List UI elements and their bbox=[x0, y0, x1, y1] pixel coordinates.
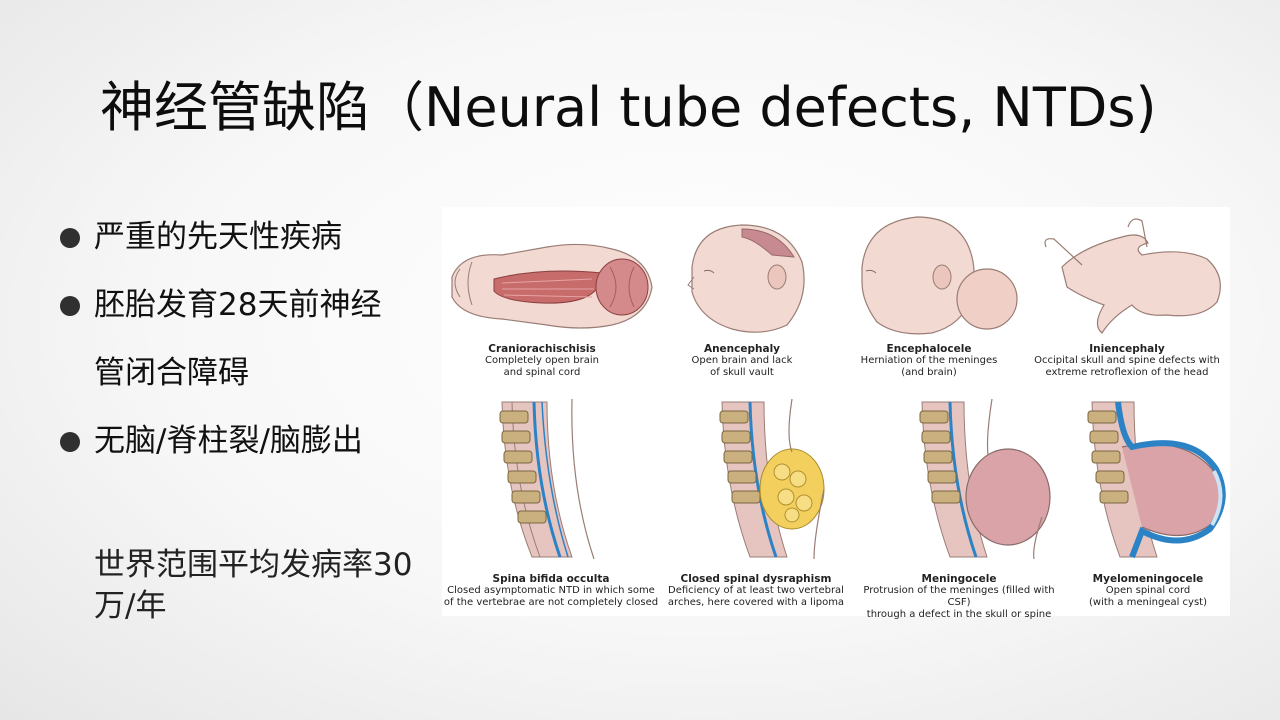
caption-desc: and spinal cord bbox=[503, 367, 581, 378]
caption-iniencephaly: Iniencephaly Occipital skull and spine d… bbox=[1024, 343, 1230, 379]
caption-desc: Open brain and lack bbox=[691, 355, 793, 366]
caption-name: Craniorachischisis bbox=[488, 343, 596, 355]
caption-name: Meningocele bbox=[921, 573, 997, 585]
spina-bifida-occulta-illustration bbox=[499, 398, 595, 560]
caption-encephalocele: Encephalocele Herniation of the meninges… bbox=[834, 343, 1024, 379]
caption-desc: of skull vault bbox=[710, 367, 774, 378]
ntd-illustration-art bbox=[451, 216, 1226, 560]
caption-desc: of the vertebrae are not completely clos… bbox=[443, 597, 659, 608]
anencephaly-illustration bbox=[687, 224, 805, 333]
bullet-item: 胚胎发育28天前神经 管闭合障碍 bbox=[58, 271, 438, 407]
bullet-item: 严重的先天性疾病 bbox=[58, 203, 438, 271]
caption-desc: Completely open brain bbox=[485, 355, 599, 366]
bullet-dot-icon bbox=[60, 432, 80, 452]
craniorachischisis-illustration bbox=[451, 243, 653, 329]
iniencephaly-illustration bbox=[1044, 218, 1221, 334]
ntd-illustration: Craniorachischisis Completely open brain… bbox=[442, 207, 1230, 620]
bullet-list: 严重的先天性疾病 胚胎发育28天前神经 管闭合障碍 无脑/脊柱裂/脑膨出 bbox=[58, 203, 438, 475]
caption-name: Spina bifida occulta bbox=[492, 573, 610, 585]
caption-anencephaly: Anencephaly Open brain and lack of skull… bbox=[642, 343, 842, 379]
slide-title: 神经管缺陷（Neural tube defects, NTDs) bbox=[100, 76, 1157, 139]
caption-desc: Herniation of the meninges bbox=[860, 355, 998, 366]
caption-meningocele: Meningocele Protrusion of the meninges (… bbox=[852, 573, 1066, 621]
caption-name: Iniencephaly bbox=[1089, 343, 1165, 355]
caption-desc: (and brain) bbox=[901, 367, 957, 378]
incidence-note: 世界范围平均发病率30万/年 bbox=[94, 547, 413, 624]
bullet-text: 胚胎发育28天前神经 bbox=[94, 287, 382, 323]
caption-name: Closed spinal dysraphism bbox=[680, 573, 832, 585]
caption-desc: (with a meningeal cyst) bbox=[1089, 597, 1207, 608]
bullet-text: 严重的先天性疾病 bbox=[94, 219, 342, 255]
caption-myelomeningocele: Myelomeningocele Open spinal cord (with … bbox=[1066, 573, 1230, 609]
myelomeningocele-illustration bbox=[1087, 401, 1226, 559]
caption-desc: Deficiency of at least two vertebral bbox=[668, 585, 844, 596]
caption-desc: Open spinal cord bbox=[1105, 585, 1191, 596]
meningocele-illustration bbox=[919, 398, 1051, 560]
bullet-dot-icon bbox=[60, 228, 80, 248]
caption-name: Anencephaly bbox=[703, 343, 781, 355]
bullet-item: 无脑/脊柱裂/脑膨出 bbox=[58, 407, 438, 475]
caption-name: Myelomeningocele bbox=[1092, 573, 1204, 585]
caption-desc: through a defect in the skull or spine bbox=[866, 609, 1052, 620]
caption-name: Encephalocele bbox=[886, 343, 972, 355]
bullet-text-continued: 管闭合障碍 bbox=[94, 355, 249, 391]
bullet-text: 无脑/脊柱裂/脑膨出 bbox=[94, 423, 363, 459]
caption-desc: arches, here covered with a lipoma bbox=[667, 597, 845, 608]
closed-spinal-dysraphism-illustration bbox=[719, 398, 825, 560]
encephalocele-illustration bbox=[861, 216, 1018, 335]
bullet-dot-icon bbox=[60, 296, 80, 316]
caption-desc: Closed asymptomatic NTD in which some bbox=[447, 585, 655, 596]
caption-spina-bifida-occulta: Spina bifida occulta Closed asymptomatic… bbox=[442, 573, 660, 609]
caption-desc: Occipital skull and spine defects with bbox=[1034, 355, 1220, 366]
caption-craniorachischisis: Craniorachischisis Completely open brain… bbox=[442, 343, 642, 379]
caption-desc: extreme retroflexion of the head bbox=[1045, 367, 1209, 378]
caption-desc: Protrusion of the meninges (filled with … bbox=[863, 585, 1055, 608]
caption-closed-spinal-dysraphism: Closed spinal dysraphism Deficiency of a… bbox=[660, 573, 852, 609]
